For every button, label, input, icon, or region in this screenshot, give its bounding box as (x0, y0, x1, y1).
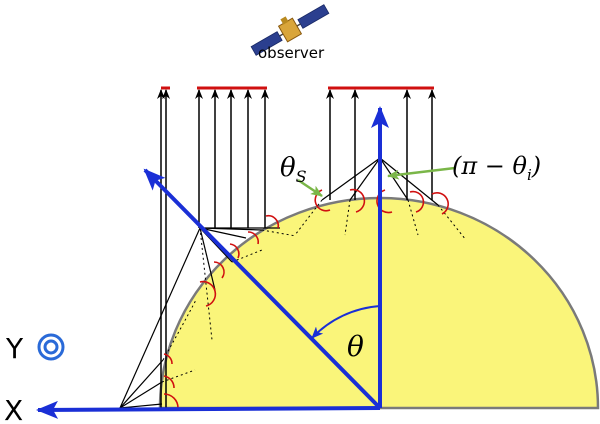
pi-minus-theta-i-pointer (387, 166, 456, 180)
right-vertical-rays (326, 89, 436, 200)
out-of-page-axis-icon (37, 333, 65, 361)
axis-x-label: X (4, 394, 23, 424)
theta-arc (311, 305, 381, 339)
tilted-axis (143, 168, 382, 410)
lower-left-fan (119, 227, 201, 409)
theta-s-pointer (297, 178, 323, 198)
theta-s-label: θS (280, 153, 307, 186)
observer-label: observer (258, 44, 325, 62)
x-axis (36, 400, 381, 419)
axis-y-label: Y (5, 332, 24, 365)
left-vertical-rays (157, 89, 269, 408)
pi-minus-theta-i-label: (π − θi) (452, 152, 541, 184)
theta-label: θ (347, 330, 364, 363)
facet-angle-arcs (163, 188, 449, 409)
left-scatter-dotted (199, 227, 297, 341)
right-scatter-dotted (294, 199, 467, 241)
satellite-icon (250, 4, 330, 56)
